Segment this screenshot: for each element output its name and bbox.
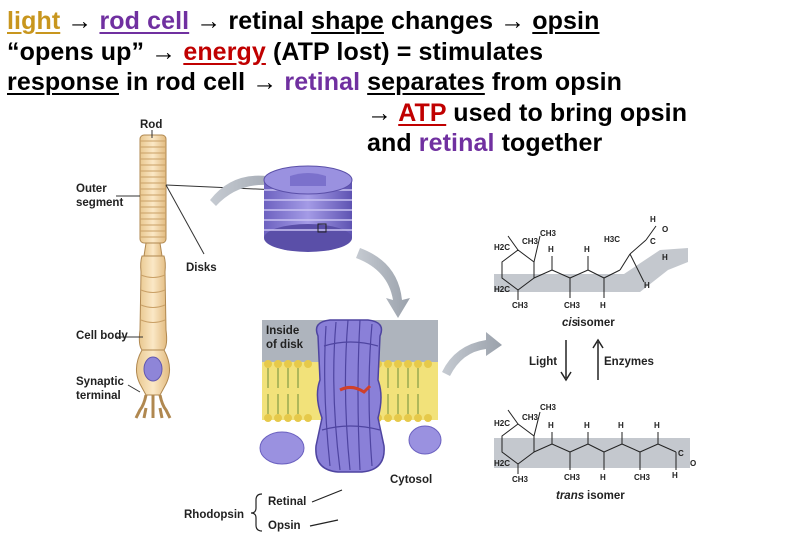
word-energy: energy	[183, 37, 266, 66]
caption-arrow-2: → retinal	[189, 7, 312, 35]
label-disks: Disks	[186, 262, 217, 274]
word-rod-cell: rod cell	[99, 7, 190, 35]
caption-and: and	[367, 129, 419, 157]
caption-from-opsin: from opsin	[484, 68, 623, 96]
caption-line-3: response in rod cell → retinal separates…	[7, 67, 807, 98]
label-trans-isomer: isomer	[587, 490, 625, 502]
label-rod: Rod	[140, 119, 162, 131]
word-light: light	[7, 7, 61, 35]
svg-text:H: H	[672, 471, 678, 480]
svg-text:H2C: H2C	[494, 459, 510, 468]
svg-text:CH3: CH3	[522, 413, 539, 422]
svg-text:H: H	[662, 253, 668, 262]
label-enzymes: Enzymes	[604, 356, 654, 368]
caption-line-2: “opens up” → energy (ATP lost) = stimula…	[7, 37, 807, 68]
label-synaptic-1: Synaptic	[76, 376, 125, 388]
word-retinal-1: retinal	[284, 68, 361, 96]
arrow-disk-to-membrane	[356, 248, 410, 318]
word-response: response	[7, 68, 119, 96]
svg-text:H: H	[650, 215, 656, 224]
svg-text:H3C: H3C	[604, 235, 620, 244]
label-cell-body: Cell body	[76, 330, 128, 342]
label-light: Light	[529, 356, 557, 368]
svg-text:H: H	[618, 421, 624, 430]
svg-text:H: H	[654, 421, 660, 430]
caption-atp-lost: (ATP lost) = stimulates	[265, 37, 544, 66]
svg-text:H: H	[584, 245, 590, 254]
word-atp: ATP	[398, 98, 447, 127]
svg-text:CH3: CH3	[512, 475, 529, 484]
label-opsin: Opsin	[268, 520, 301, 532]
svg-text:CH3: CH3	[540, 229, 557, 238]
label-inside-disk-1: Inside	[266, 325, 299, 337]
svg-text:H2C: H2C	[494, 285, 510, 294]
caption-line-4: → ATP used to bring opsin	[7, 98, 807, 129]
svg-text:CH3: CH3	[540, 403, 557, 412]
svg-text:C: C	[650, 237, 656, 246]
isomer-arrows	[560, 338, 604, 382]
caption-arrow-4: →	[367, 98, 399, 127]
disk-stack	[263, 165, 353, 252]
caption-changes: changes →	[383, 7, 533, 35]
svg-text:O: O	[662, 225, 668, 234]
svg-text:CH3: CH3	[564, 473, 581, 482]
svg-text:CH3: CH3	[564, 301, 581, 310]
label-rhodopsin: Rhodopsin	[184, 509, 244, 521]
label-trans: trans	[556, 490, 584, 502]
caption-line-5: and retinal together	[7, 128, 807, 159]
svg-text:H: H	[600, 301, 606, 310]
rod-cell	[134, 134, 172, 419]
svg-text:CH3: CH3	[512, 301, 529, 310]
rhodopsin-brace	[250, 489, 343, 532]
label-cytosol: Cytosol	[390, 474, 432, 486]
caption-opens-up: “opens up” →	[7, 37, 184, 66]
word-shape: shape	[311, 7, 384, 35]
svg-text:H2C: H2C	[494, 243, 510, 252]
label-inside-disk-2: of disk	[266, 339, 304, 351]
word-opsin: opsin	[532, 7, 600, 35]
caption-used-to-bring: used to bring opsin	[446, 98, 688, 127]
caption-together: together	[494, 129, 603, 157]
label-retinal: Retinal	[268, 496, 306, 508]
word-retinal-2: retinal	[418, 129, 495, 157]
arrow-membrane-to-retinal	[442, 332, 502, 376]
rod-leader-lines	[116, 130, 279, 393]
svg-text:H: H	[548, 245, 554, 254]
svg-text:CH3: CH3	[522, 237, 539, 246]
label-synaptic-2: terminal	[76, 390, 121, 402]
svg-text:O: O	[690, 459, 696, 468]
label-cis-isomer: isomer	[577, 317, 615, 329]
label-cis: cis	[562, 317, 578, 329]
label-outer-2: segment	[76, 197, 123, 209]
svg-text:H: H	[548, 421, 554, 430]
svg-text:CH3: CH3	[634, 473, 651, 482]
svg-text:H: H	[644, 281, 650, 290]
svg-text:H2C: H2C	[494, 419, 510, 428]
word-separates: separates	[367, 68, 485, 96]
caption-in-rod-cell: in rod cell →	[118, 68, 285, 96]
svg-text:H: H	[584, 421, 590, 430]
svg-text:H: H	[600, 473, 606, 482]
caption-arrow-1: →	[60, 7, 100, 35]
membrane-closeup	[259, 319, 442, 473]
caption-text: light → rod cell → retinal shape changes…	[7, 6, 807, 159]
caption-line-1: light → rod cell → retinal shape changes…	[7, 6, 807, 37]
svg-text:C: C	[678, 449, 684, 458]
label-outer-1: Outer	[76, 183, 107, 195]
